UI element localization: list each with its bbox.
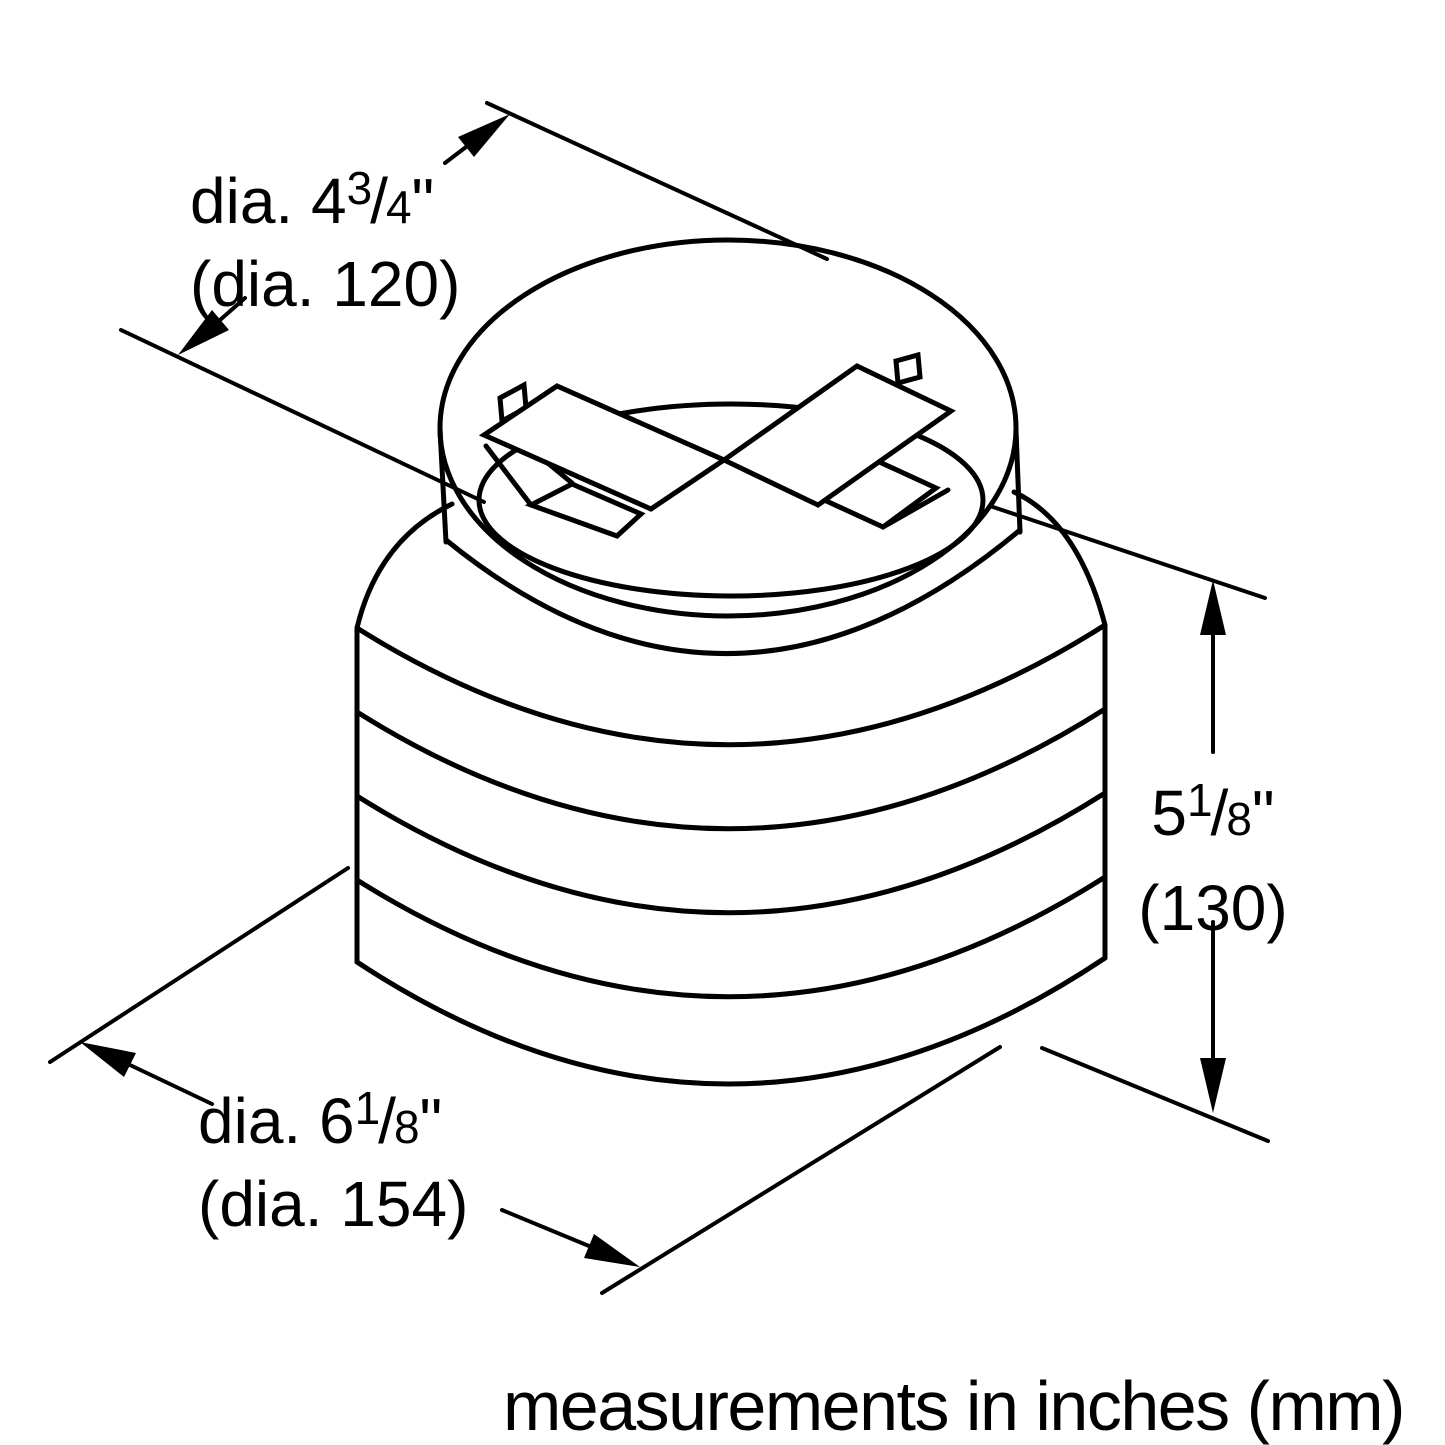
damper-group (478, 351, 956, 539)
bottom-diameter-value: dia. 6 (198, 1085, 355, 1157)
bottom-diameter-leader-right-arrowhead (584, 1234, 640, 1267)
collar-base-rim-arc (443, 527, 1023, 657)
collar-wall-left (437, 427, 449, 545)
base-bottom-arc (354, 955, 1108, 1087)
top-diameter-leader-lower-arrowhead (178, 310, 229, 355)
label-bottom-diameter-metric: (dia. 154) (198, 1168, 469, 1240)
height-value: 5 (1151, 777, 1187, 849)
dimension-annotations (48, 101, 1270, 1295)
label-bottom-diameter-inches: dia. 61/8" (198, 1070, 468, 1166)
top-diameter-fraction-denominator: 4 (385, 181, 412, 233)
base-rib-arc-3 (354, 874, 1108, 1000)
bottom-diameter-leader-left-arrowhead (80, 1042, 136, 1077)
bottom-diameter-fraction-slash: / (378, 1085, 396, 1157)
top-diameter-leader-lower-shaft (218, 296, 247, 322)
damper-tab-right (893, 351, 923, 387)
damper-flap-lower-left (524, 481, 646, 539)
bottom-diameter-inch-mark: " (419, 1085, 443, 1157)
label-bottom-diameter: dia. 61/8" (dia. 154) (198, 1070, 468, 1243)
height-arrowhead-down (1200, 1058, 1226, 1113)
top-diameter-fraction-numerator: 3 (346, 162, 373, 214)
shoulder-arc-right (1011, 489, 1108, 628)
height-extension-line-top (988, 504, 1267, 600)
top-diameter-extension-line-upper (485, 101, 829, 261)
height-extension-line-bottom (1040, 1046, 1270, 1143)
label-height-inches: 51/8" (1118, 756, 1308, 864)
bottom-diameter-leader-right-shaft (500, 1208, 591, 1248)
shoulder-arc-left (354, 501, 455, 631)
top-diameter-extension-line-lower (119, 328, 486, 504)
bottom-diameter-fraction-numerator: 1 (354, 1082, 381, 1134)
bottom-diameter-fraction-denominator: 8 (393, 1101, 420, 1153)
label-height: 51/8" (130) (1118, 756, 1308, 953)
bottom-diameter-extension-line-right (600, 1045, 1002, 1295)
top-diameter-value: dia. 4 (190, 165, 347, 237)
damper-flap-right (719, 363, 956, 508)
damper-edge-line-left-a (483, 443, 534, 508)
label-top-diameter-inches: dia. 43/4" (190, 150, 460, 246)
height-inch-mark: " (1251, 777, 1275, 849)
height-arrowhead-up (1200, 580, 1226, 635)
height-fraction-denominator: 8 (1226, 793, 1252, 845)
label-height-metric: (130) (1138, 872, 1288, 944)
base-rib-arc-1 (354, 706, 1108, 832)
base-group (354, 427, 1108, 1087)
top-diameter-inch-mark: " (411, 165, 435, 237)
top-diameter-fraction-slash: / (370, 165, 388, 237)
label-top-diameter-metric: (dia. 120) (190, 248, 461, 320)
height-fraction-slash: / (1210, 777, 1229, 849)
height-fraction-numerator: 1 (1186, 774, 1213, 826)
shoulder-front-arc (354, 622, 1108, 748)
top-diameter-leader-upper-arrowhead (458, 114, 510, 157)
label-top-diameter: dia. 43/4" (dia. 120) (190, 150, 460, 323)
base-rib-arc-2 (354, 790, 1108, 916)
bottom-diameter-leader-left-shaft (128, 1063, 214, 1106)
bottom-diameter-extension-line-left (48, 866, 350, 1064)
top-diameter-leader-upper-shaft (443, 145, 468, 165)
caption: measurements in inches (mm) (503, 1367, 1405, 1445)
